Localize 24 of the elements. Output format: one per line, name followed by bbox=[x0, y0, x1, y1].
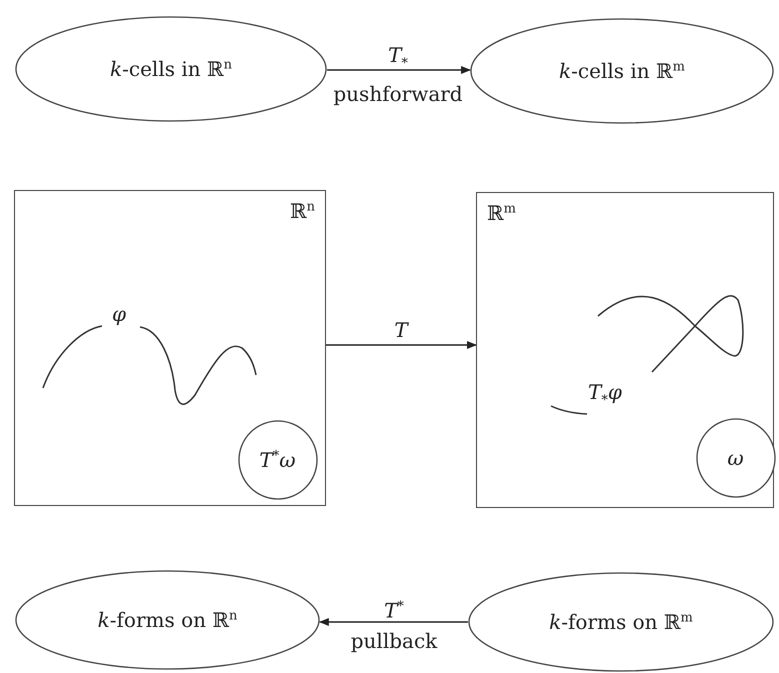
region-box bbox=[14, 190, 326, 506]
curve-label: φ bbox=[112, 302, 126, 326]
arrow bbox=[326, 341, 477, 349]
node-label: k-forms on ℝ$^{m}$ bbox=[549, 610, 693, 634]
arrow bbox=[326, 66, 472, 74]
space-label: ℝ$^{n}$ bbox=[290, 199, 315, 223]
circle-node bbox=[696, 418, 776, 498]
arrow bbox=[318, 618, 468, 626]
node-label: ω bbox=[727, 446, 744, 470]
ellipse-node bbox=[15, 16, 327, 122]
node-label: k-forms on ℝ$^{n}$ bbox=[98, 608, 238, 632]
edge-label: T bbox=[394, 317, 408, 344]
node-label: k-cells in ℝ$^{m}$ bbox=[559, 59, 685, 83]
edge-label: T$_{*}$ pushforward bbox=[333, 42, 463, 108]
ellipse-node bbox=[468, 572, 774, 672]
node-label: T$^{*}$ω bbox=[259, 448, 296, 472]
curve-label: T$_{*}$φ bbox=[588, 380, 622, 408]
region-box bbox=[476, 192, 774, 508]
node-label: k-cells in ℝ$^{n}$ bbox=[110, 57, 232, 81]
ellipse-node bbox=[470, 18, 774, 124]
ellipse-node bbox=[15, 570, 320, 670]
circle-node bbox=[238, 420, 318, 500]
edge-label: T$^{*}$ pullback bbox=[350, 598, 438, 655]
space-label: ℝ$^{m}$ bbox=[487, 201, 516, 225]
